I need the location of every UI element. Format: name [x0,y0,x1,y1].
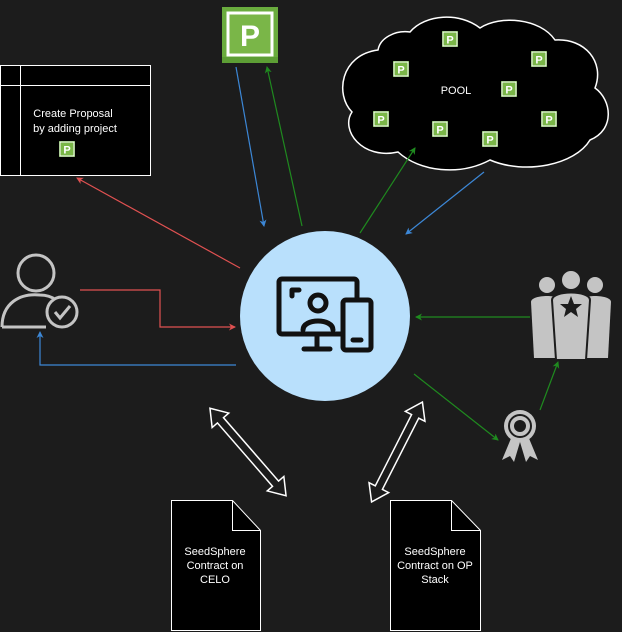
pool-token: P [431,120,449,138]
arrow-hub-to-user [36,331,236,366]
pool-token: P [372,110,390,128]
pool-label: POOL [441,85,472,97]
contract-op-line2: Contract on OP [397,560,473,572]
contract-celo-line3: CELO [200,574,230,586]
svg-text:P: P [545,115,552,127]
arrow-hub-to-pool [359,147,416,234]
pool-token: P [530,50,548,68]
pool-token: P [392,60,410,78]
pool-cloud: POOL P P P P P P P P [341,16,609,171]
team-icon [531,269,611,361]
svg-text:P: P [377,115,384,127]
pool-token: P [481,130,499,148]
svg-text:P: P [535,55,542,67]
proposal-box: Create Proposal by adding project P [0,65,151,176]
arrow-token-to-hub [235,66,267,227]
proposal-line1: Create Proposal [33,108,113,120]
contract-op: SeedSphere Contract on OP Stack [390,500,481,631]
contract-celo-line1: SeedSphere [184,546,245,558]
contract-celo-line2: Contract on [187,560,244,572]
arrows [36,66,560,441]
arrow-award-to-team [539,361,560,411]
pool-token: P [540,110,558,128]
svg-text:P: P [446,35,453,47]
pool-token: P [500,80,518,98]
svg-text:P: P [240,20,260,53]
svg-text:P: P [486,135,493,147]
double-arrow-celo [209,407,287,497]
contract-op-line3: Stack [421,574,449,586]
svg-text:P: P [397,65,404,77]
svg-text:P: P [505,85,512,97]
parking-token-icon: P [58,140,76,158]
svg-text:P: P [436,125,443,137]
devices-icon [276,276,374,353]
arrow-hub-to-proposal [76,177,241,269]
award-ribbon-icon [502,410,538,462]
contract-op-line1: SeedSphere [404,546,465,558]
arrow-user-to-hub [80,289,236,331]
central-hub [240,231,410,401]
arrow-pool-to-hub [405,171,485,235]
arrow-hub-to-token [264,66,303,227]
user-check-icon [0,253,79,329]
svg-text:P: P [63,145,70,157]
double-arrow-op [368,400,426,504]
proposal-line2: by adding project [33,123,117,135]
pool-token: P [441,30,459,48]
contract-celo: SeedSphere Contract on CELO [171,500,261,631]
arrow-hub-to-award [413,373,499,441]
parking-token-icon: P [222,7,278,63]
